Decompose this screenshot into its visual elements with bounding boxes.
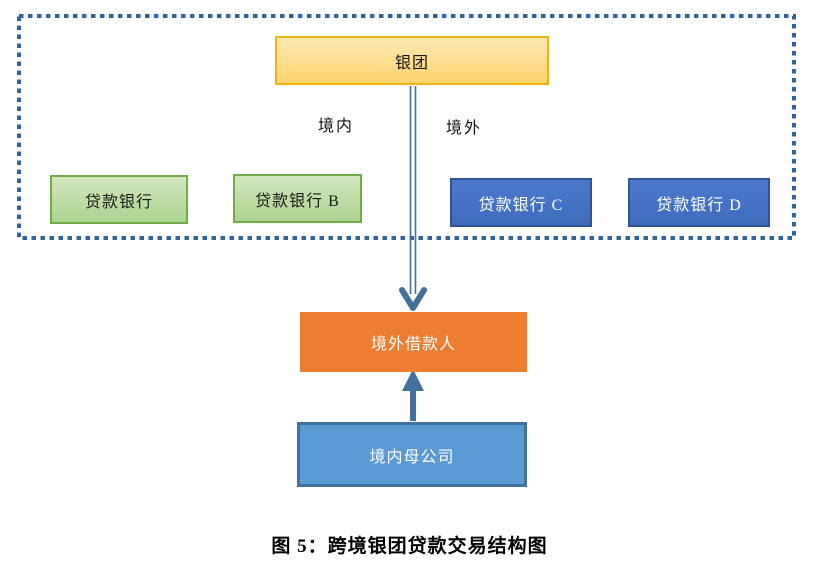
overseas-borrower-box: 境外借款人 [300, 312, 527, 372]
bank-box-c: 贷款银行 C [450, 178, 592, 227]
down-arrowhead [399, 287, 427, 311]
bank-a-label: 贷款银行 [84, 193, 153, 211]
bank-box-a: 贷款银行 [50, 175, 188, 224]
bank-b-label: 贷款银行 B [255, 192, 340, 210]
bank-c-label: 贷款银行 C [478, 196, 564, 214]
bank-box-d: 贷款银行 D [628, 178, 770, 227]
syndicate-box: 银团 [275, 36, 549, 85]
up-arrow [402, 369, 424, 421]
region-label-overseas: 境外 [446, 120, 483, 137]
down-arrow [399, 86, 427, 311]
overseas-borrower-label: 境外借款人 [370, 336, 456, 353]
domestic-parent-box: 境内母公司 [297, 422, 527, 487]
bank-box-b: 贷款银行 B [233, 174, 362, 223]
syndicate-label: 银团 [394, 54, 429, 72]
region-label-domestic: 境内 [318, 118, 355, 135]
up-arrowhead [402, 369, 424, 391]
bank-d-label: 贷款银行 D [656, 196, 742, 214]
figure-caption: 图 5：跨境银团贷款交易结构图 [271, 536, 548, 557]
domestic-parent-label: 境内母公司 [369, 448, 455, 466]
